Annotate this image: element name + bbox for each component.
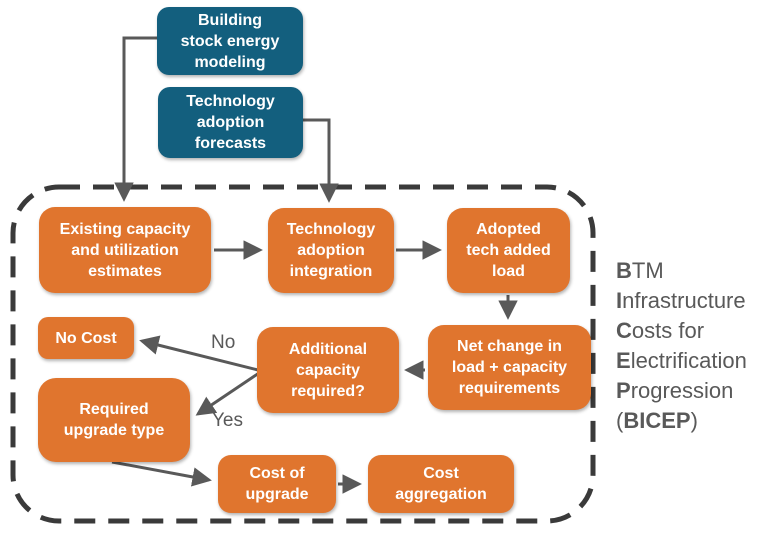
bicep-label-line: (BICEP) xyxy=(616,408,698,433)
arrow-building-stock-to-existing-capacity xyxy=(114,36,160,202)
arrow-yes-branch-to-required-upgrade xyxy=(195,369,263,416)
edge-label-no: No xyxy=(211,332,236,353)
arrow-required-upgrade-to-cost-of-upgrade xyxy=(111,460,212,487)
node-additional-capacity-required: Additional capacity required? xyxy=(257,327,399,413)
node-no-cost: No Cost xyxy=(38,317,134,359)
bicep-label-line: Infrastructure xyxy=(616,288,746,313)
arrow-tech-forecasts-to-tech-integration xyxy=(303,118,339,203)
node-net-change-load-capacity-requirements: Net change in load + capacity requiremen… xyxy=(428,325,591,410)
node-required-upgrade-type: Required upgrade type xyxy=(38,378,190,462)
bicep-label-line: BTM xyxy=(616,258,664,283)
node-cost-of-upgrade: Cost of upgrade xyxy=(218,455,336,513)
bicep-label-line: Costs for xyxy=(616,318,705,343)
node-adopted-tech-added-load: Adopted tech added load xyxy=(447,208,570,293)
node-building-stock-energy-modeling: Building stock energy modeling xyxy=(157,7,303,75)
node-technology-adoption-integration: Technology adoption integration xyxy=(268,208,394,293)
bicep-boundary-dashed-border xyxy=(10,184,596,524)
node-cost-aggregation: Cost aggregation xyxy=(368,455,514,513)
edge-label-yes: Yes xyxy=(212,410,243,431)
bicep-label-line: Electrification xyxy=(616,348,747,373)
node-existing-capacity-utilization-estimates: Existing capacity and utilization estima… xyxy=(39,207,211,293)
bicep-acronym-label: BTM Infrastructure Costs for Electrifica… xyxy=(616,256,780,436)
bicep-label-line: Progression xyxy=(616,378,734,403)
node-technology-adoption-forecasts: Technology adoption forecasts xyxy=(158,87,303,158)
arrow-no-branch-to-no-cost xyxy=(139,335,263,373)
